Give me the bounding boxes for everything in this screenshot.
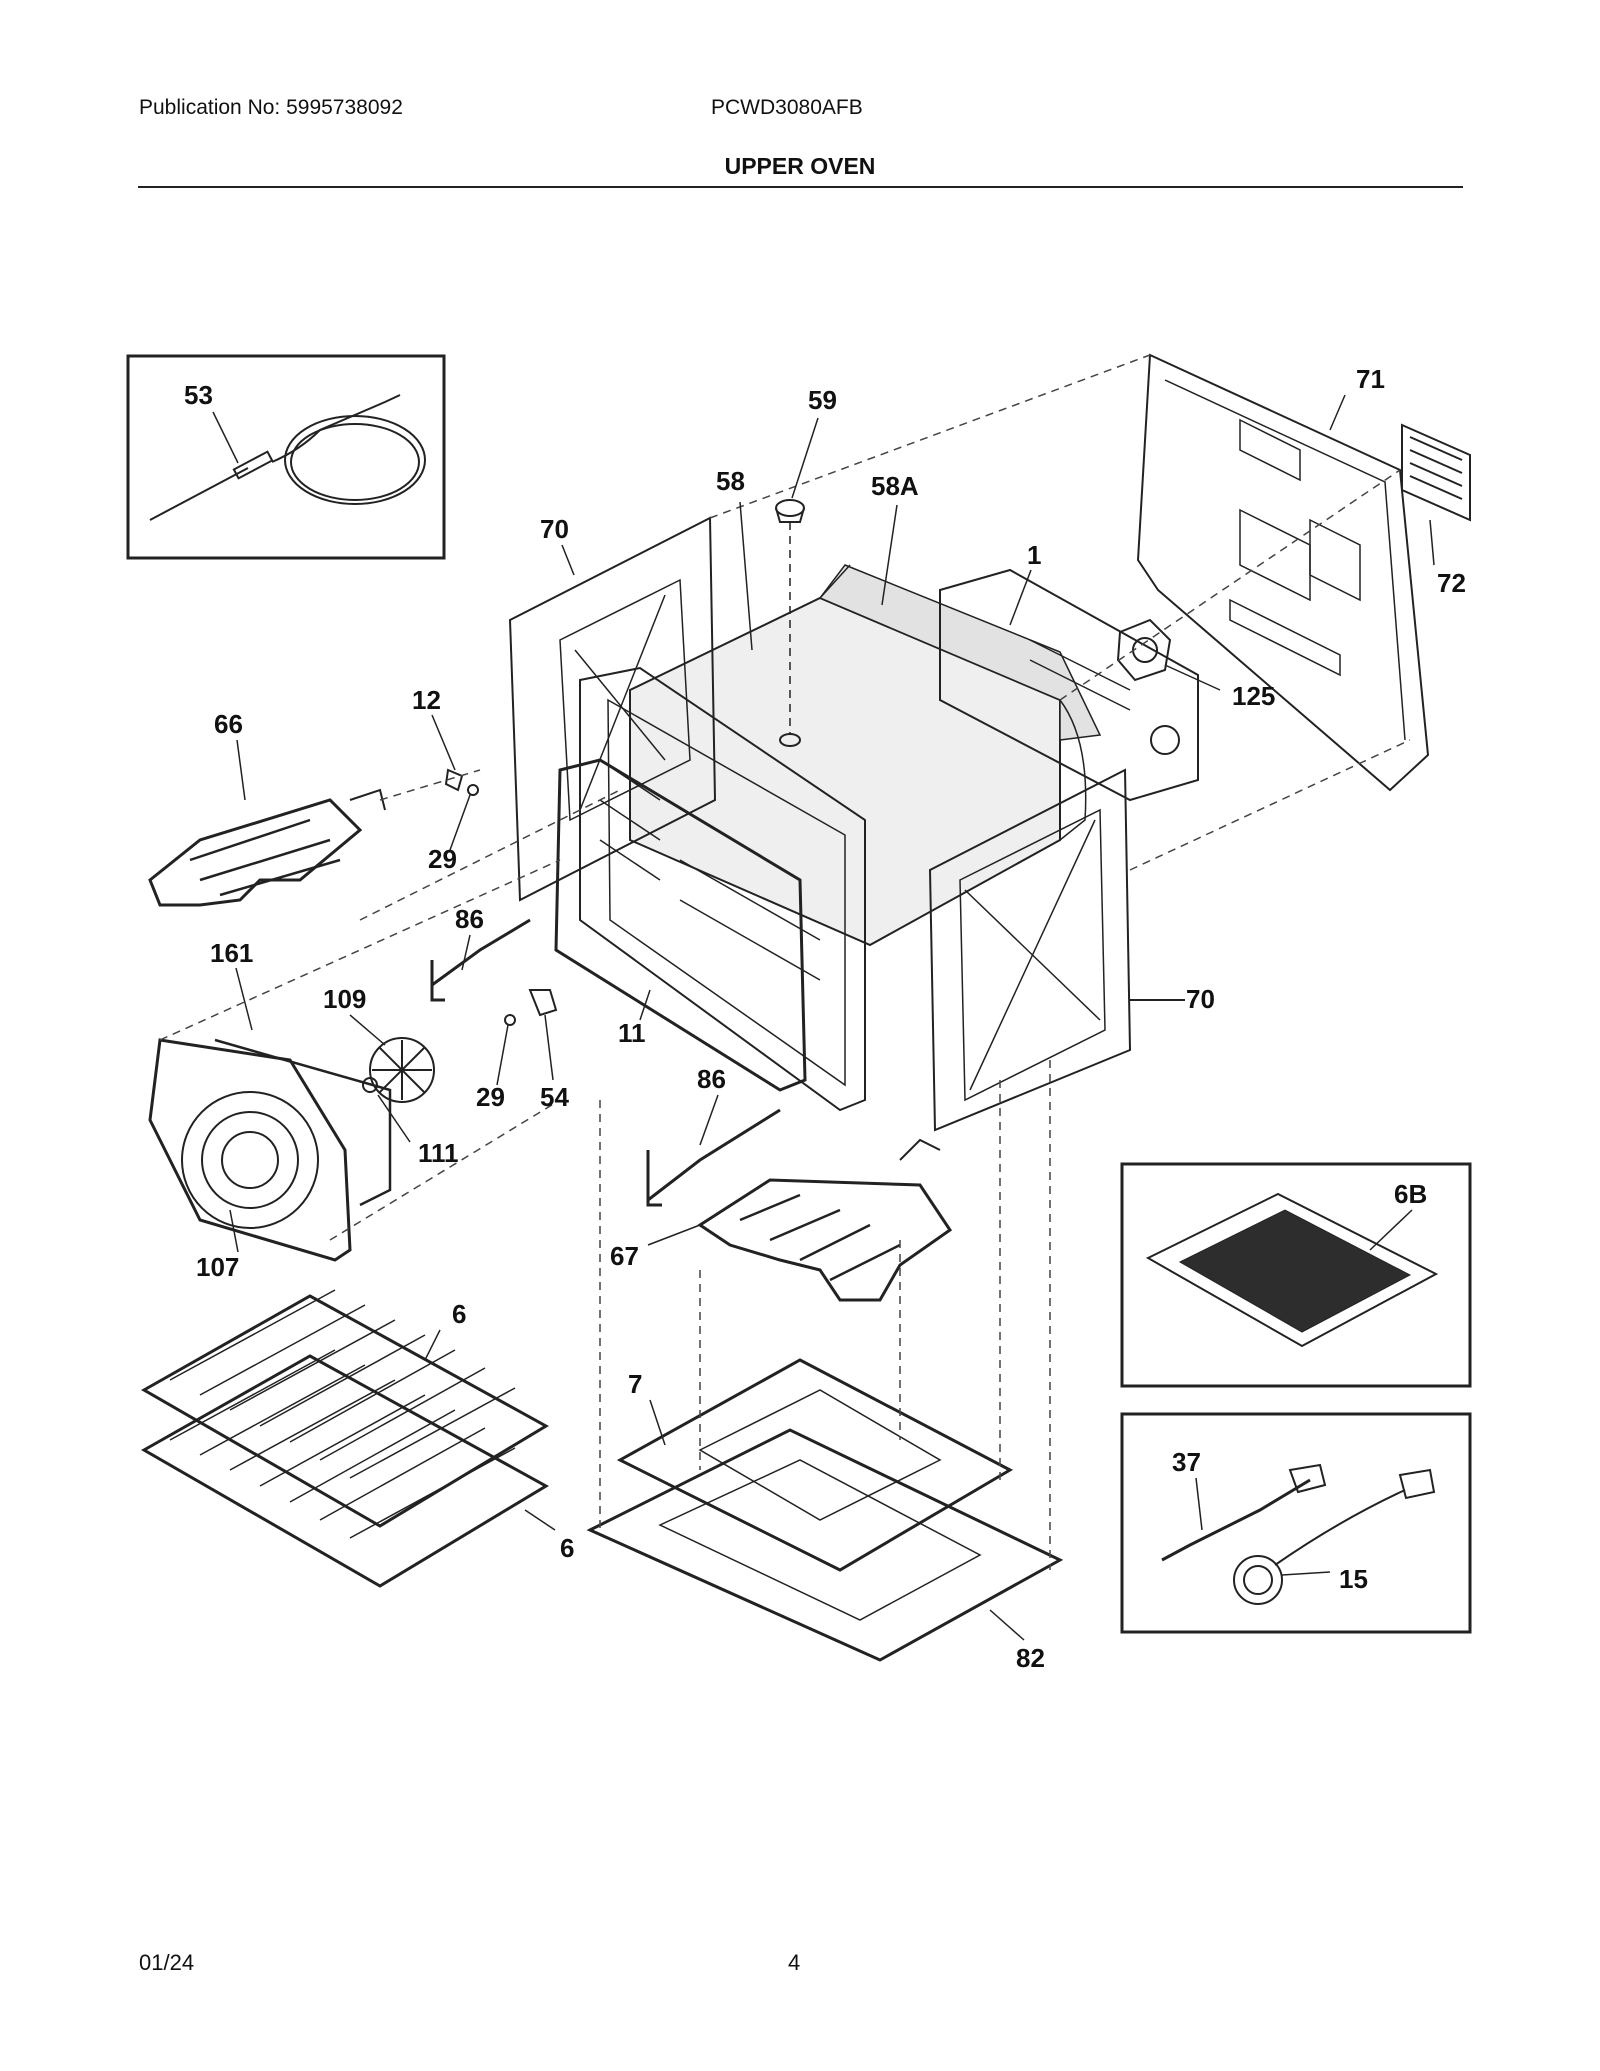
bake-element	[697, 1138, 953, 1302]
callout-37: 37	[1172, 1447, 1201, 1477]
left-side-panel	[508, 516, 717, 902]
page-title: UPPER OVEN	[724, 153, 876, 179]
convection-fan-blade	[369, 1037, 435, 1103]
header-rule	[138, 186, 1463, 188]
bake-sensor	[646, 1108, 781, 1207]
callout-7: 7	[628, 1369, 642, 1399]
oven-cavity	[579, 666, 866, 1112]
callout-86-lower: 86	[697, 1064, 726, 1094]
convection-element	[214, 1038, 392, 1207]
callout-29-lower: 29	[476, 1082, 505, 1112]
callout-12: 12	[412, 685, 441, 715]
screw-2	[504, 1014, 516, 1026]
callout-15: 15	[1339, 1564, 1368, 1594]
inset-box-grill	[1120, 1162, 1472, 1388]
model-number: PCWD3080AFB	[711, 96, 863, 119]
callout-53: 53	[184, 380, 213, 410]
page-number: 4	[788, 1950, 801, 1975]
broil-element	[148, 788, 386, 907]
callout-11: 11	[618, 1018, 646, 1048]
lower-support-tray	[586, 1428, 1064, 1662]
oven-lamp	[1233, 1468, 1436, 1605]
screw	[467, 784, 479, 796]
callout-71: 71	[1356, 364, 1385, 394]
callout-111: 111	[418, 1138, 459, 1168]
right-side-panel	[928, 768, 1132, 1132]
hi-limit-switch	[528, 989, 558, 1017]
callout-86-upper: 86	[455, 904, 484, 934]
top-control-bracket	[939, 568, 1199, 802]
callout-58: 58	[716, 466, 745, 496]
oven-bottom	[616, 1358, 1014, 1572]
callout-125: 125	[1232, 681, 1275, 711]
fan-motor	[1116, 618, 1172, 682]
callout-67: 67	[610, 1241, 639, 1271]
publication-number: Publication No: 5995738092	[139, 96, 403, 119]
vent-grille	[1401, 423, 1471, 522]
callout-161: 161	[210, 938, 253, 968]
callout-6b: 6B	[1394, 1179, 1427, 1209]
meat-probe	[149, 394, 426, 521]
callout-6-lower: 6	[560, 1533, 574, 1563]
convection-fan-cover	[148, 1038, 352, 1262]
callout-29-upper: 29	[428, 844, 457, 874]
revision-date: 01/24	[139, 1950, 195, 1975]
probe-socket	[775, 499, 805, 735]
thermostat-sensor	[444, 768, 464, 792]
oven-sensor	[1161, 1478, 1311, 1562]
oven-rack-upper	[140, 1289, 550, 1528]
callout-6-upper: 6	[452, 1299, 466, 1329]
callout-70-right: 70	[1186, 984, 1215, 1014]
door-gasket	[554, 758, 807, 1092]
callout-66: 66	[214, 709, 243, 739]
oven-rack-lower	[140, 1349, 550, 1588]
callout-1: 1	[1027, 540, 1041, 570]
callout-58a: 58A	[871, 471, 919, 501]
inset-box-probe	[126, 354, 446, 560]
callout-72: 72	[1437, 568, 1466, 598]
back-panel	[1136, 353, 1430, 792]
assembly-guide-lines	[159, 354, 1411, 1570]
callout-82: 82	[1016, 1643, 1045, 1673]
callout-107: 107	[196, 1252, 239, 1282]
callout-70-left: 70	[540, 514, 569, 544]
grill-pan	[1145, 1192, 1439, 1348]
callout-labels: 53 59 58 58A 71 72 70 1 125 66 12 29 86 …	[184, 364, 1466, 1673]
inset-box-sensor	[1120, 1412, 1472, 1634]
callout-59: 59	[808, 385, 837, 415]
callout-leaders	[212, 394, 1435, 1641]
temperature-sensor	[430, 918, 531, 1002]
callout-109: 109	[323, 984, 366, 1014]
callout-54: 54	[540, 1082, 569, 1112]
